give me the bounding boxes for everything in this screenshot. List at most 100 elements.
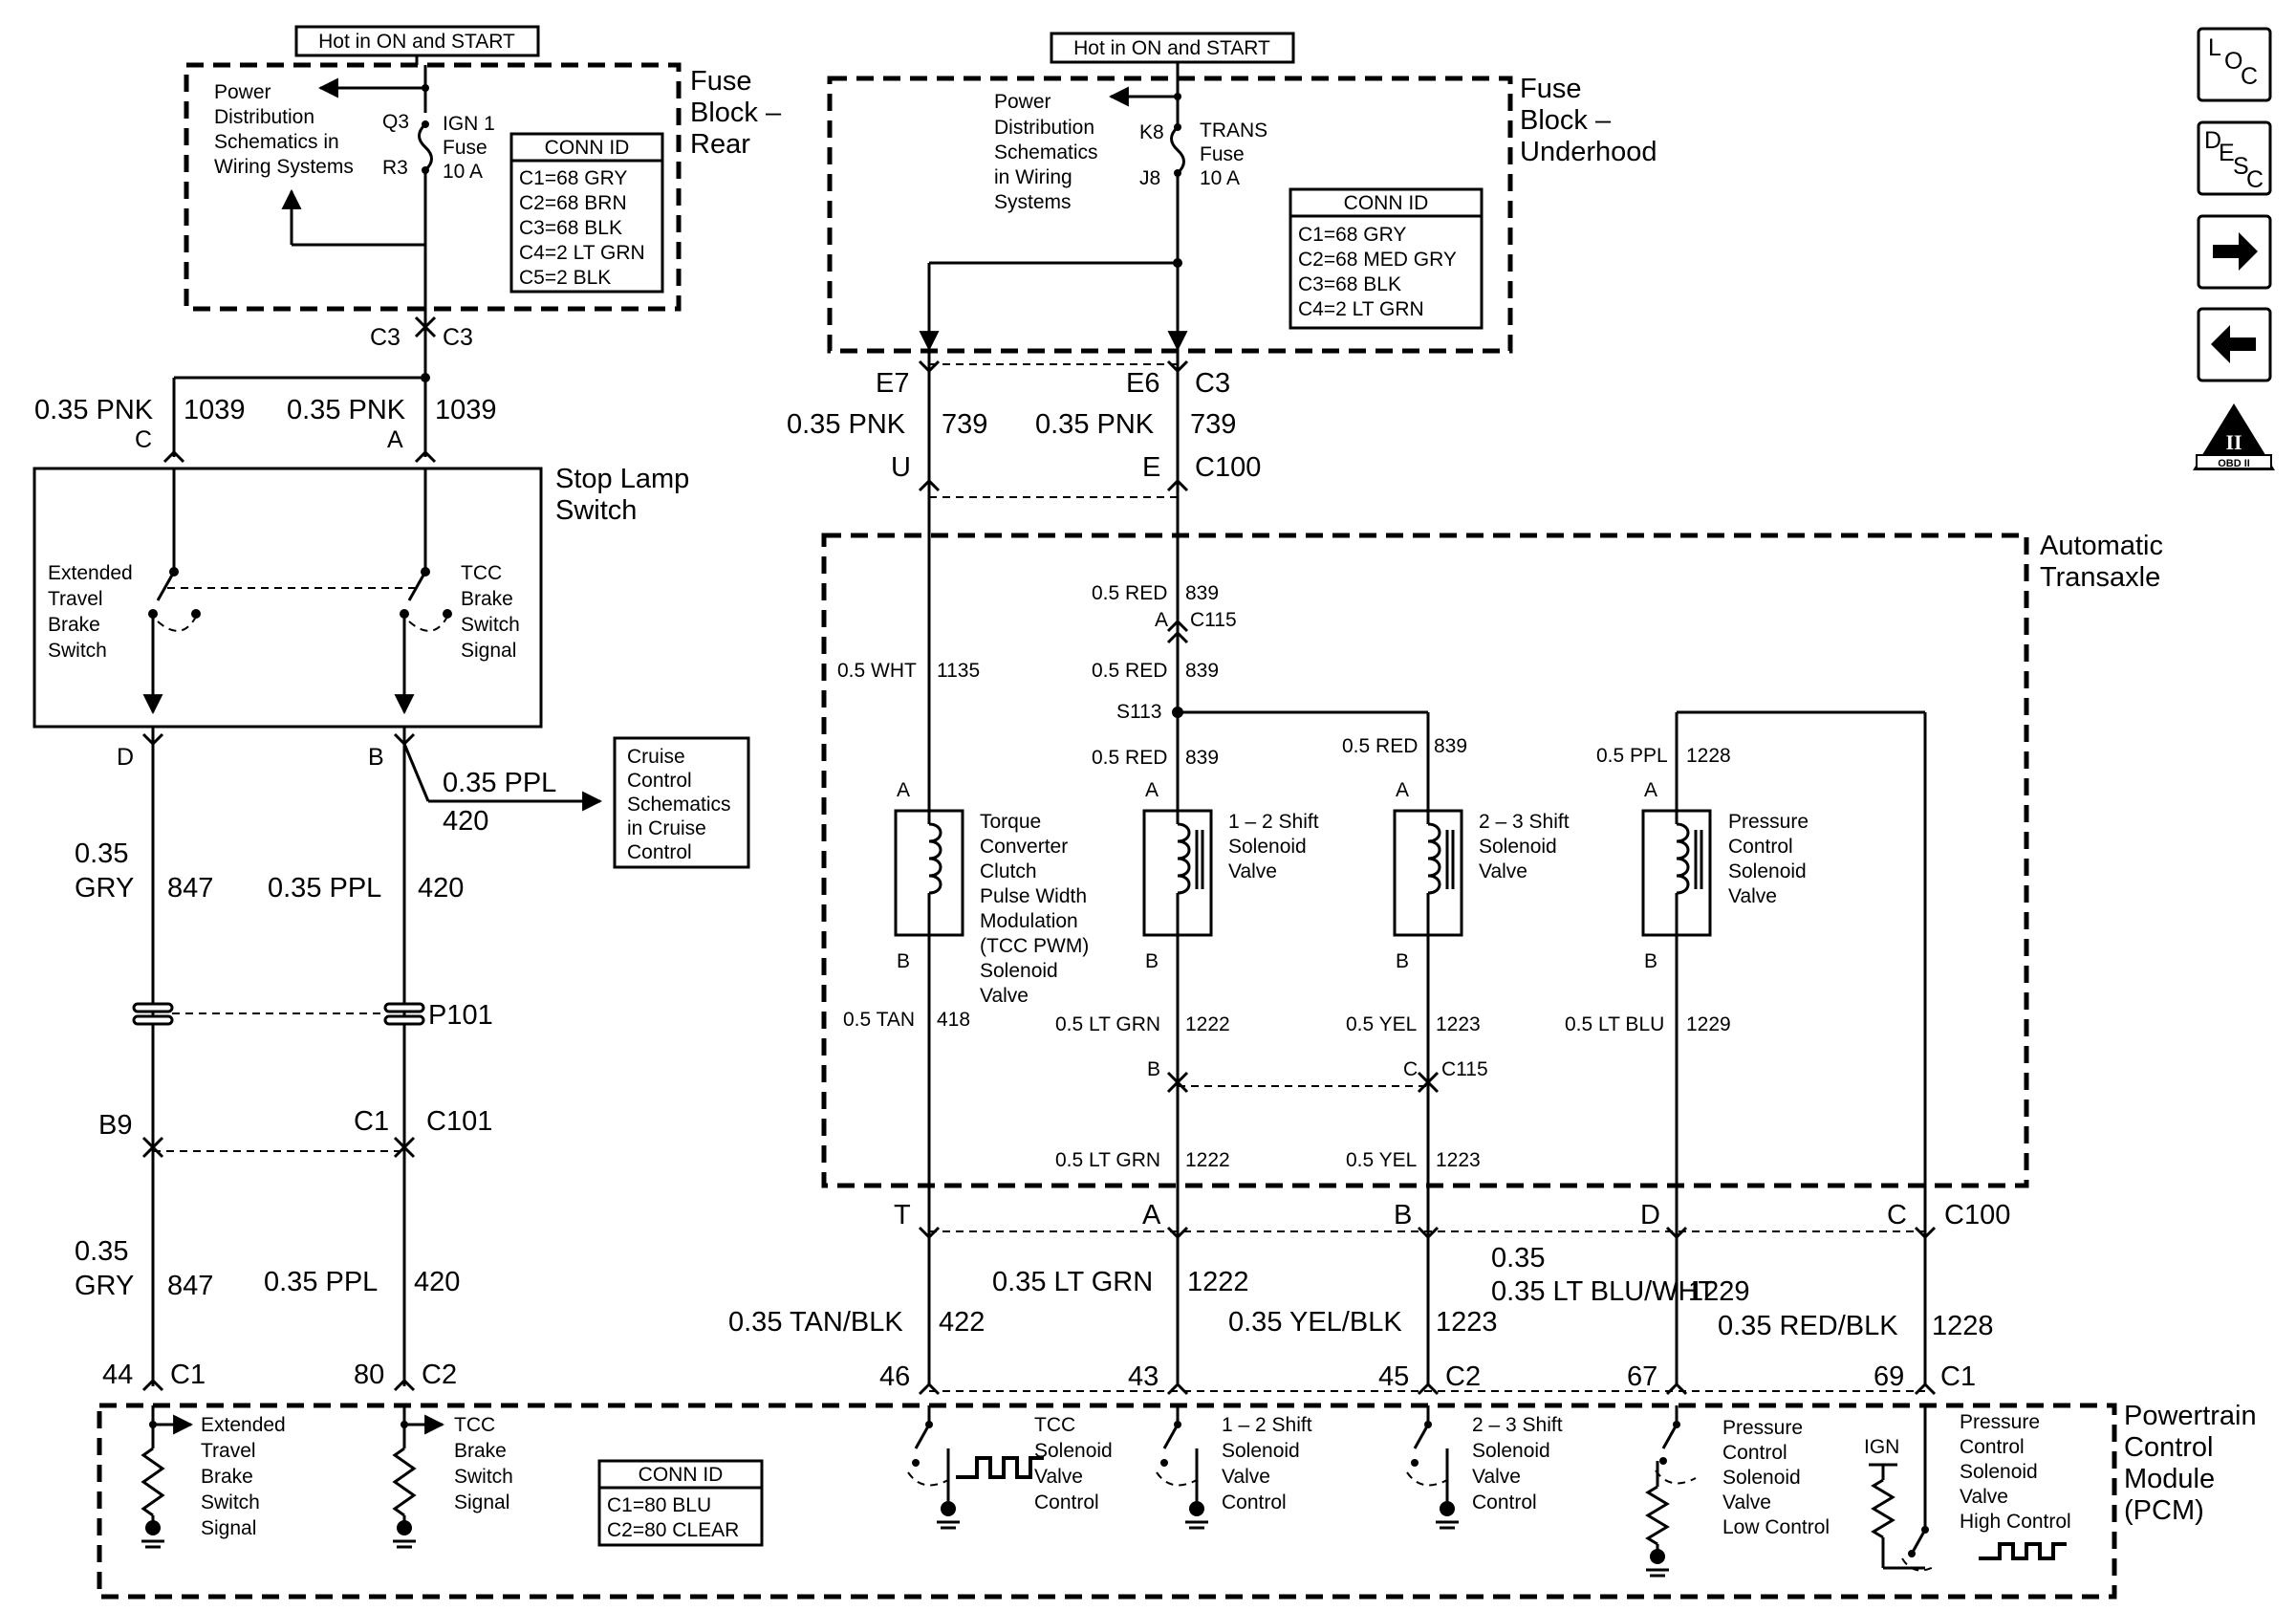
svg-text:Power: Power: [214, 81, 271, 103]
svg-text:Valve: Valve: [1960, 1486, 2008, 1508]
svg-text:Q3: Q3: [382, 111, 409, 133]
desc-button[interactable]: D E S C: [2197, 120, 2272, 196]
svg-text:0.5 LT GRN: 0.5 LT GRN: [1055, 1013, 1160, 1035]
svg-text:A: A: [897, 779, 910, 801]
svg-text:R3: R3: [382, 157, 408, 179]
svg-text:Systems: Systems: [994, 191, 1072, 213]
svg-text:Signal: Signal: [201, 1517, 256, 1539]
svg-text:C100: C100: [1195, 452, 1261, 483]
svg-text:69: 69: [1874, 1361, 1904, 1392]
svg-text:J8: J8: [1139, 167, 1160, 189]
svg-text:Solenoid: Solenoid: [1034, 1440, 1113, 1462]
svg-text:in Cruise: in Cruise: [627, 817, 706, 839]
svg-text:43: 43: [1128, 1361, 1159, 1392]
svg-text:1228: 1228: [1932, 1311, 1994, 1341]
svg-text:E: E: [2219, 140, 2235, 166]
svg-text:Solenoid: Solenoid: [1222, 1440, 1300, 1462]
svg-text:Pressure: Pressure: [1960, 1411, 2040, 1433]
svg-text:0.35 PNK: 0.35 PNK: [1035, 409, 1155, 440]
svg-text:S: S: [2233, 153, 2249, 180]
svg-text:C1: C1: [354, 1106, 389, 1137]
svg-text:0.5 RED: 0.5 RED: [1342, 735, 1418, 757]
connector-c100-lower: T A B D C C100 0.35 LT GRN 1222 0.35 0.3…: [728, 1200, 2010, 1396]
svg-text:CONN ID: CONN ID: [545, 137, 630, 159]
svg-text:1 – 2 Shift: 1 – 2 Shift: [1222, 1414, 1312, 1436]
svg-text:10 A: 10 A: [1200, 167, 1240, 189]
svg-text:418: 418: [937, 1009, 970, 1031]
svg-text:Switch: Switch: [555, 495, 637, 526]
svg-text:Valve: Valve: [1034, 1466, 1083, 1488]
svg-text:C: C: [2246, 166, 2264, 193]
svg-text:B: B: [897, 950, 910, 972]
svg-text:TCC: TCC: [1034, 1414, 1075, 1436]
wire-color-1039-left: 0.35 PNK: [34, 395, 154, 425]
svg-text:C2: C2: [422, 1360, 457, 1390]
svg-text:C2=68 MED GRY: C2=68 MED GRY: [1298, 249, 1457, 271]
svg-text:C115: C115: [1190, 609, 1237, 631]
conn-id-underhood: CONN ID C1=68 GRY C2=68 MED GRY C3=68 BL…: [1289, 187, 1484, 330]
svg-text:C115: C115: [1441, 1058, 1488, 1080]
svg-text:C4=2 LT GRN: C4=2 LT GRN: [519, 242, 645, 264]
svg-text:0.5 LT BLU: 0.5 LT BLU: [1565, 1013, 1664, 1035]
svg-text:D: D: [1640, 1200, 1660, 1230]
automatic-transaxle: Automatic Transaxle 0.5 RED 839 A C115 0…: [821, 531, 2163, 1386]
svg-text:422: 422: [939, 1307, 985, 1338]
svg-text:Fuse: Fuse: [1200, 143, 1245, 165]
svg-text:Clutch: Clutch: [980, 860, 1037, 882]
svg-text:T: T: [894, 1200, 911, 1230]
svg-text:Valve: Valve: [1479, 860, 1527, 882]
svg-text:C3: C3: [1195, 368, 1230, 399]
svg-text:Schematics: Schematics: [994, 142, 1098, 163]
svg-text:A: A: [1155, 609, 1168, 631]
svg-text:Signal: Signal: [454, 1491, 509, 1513]
svg-text:Schematics in: Schematics in: [214, 131, 339, 153]
svg-text:Stop Lamp: Stop Lamp: [555, 464, 689, 494]
svg-text:C3: C3: [370, 324, 401, 351]
svg-text:C1=68 GRY: C1=68 GRY: [1298, 224, 1406, 246]
svg-text:GRY: GRY: [75, 1271, 134, 1301]
svg-text:0.35 YEL/BLK: 0.35 YEL/BLK: [1228, 1307, 1402, 1338]
svg-text:Extended: Extended: [201, 1414, 286, 1436]
obd-ii-badge[interactable]: II OBD II: [2193, 403, 2275, 470]
svg-text:0.35 RED/BLK: 0.35 RED/BLK: [1718, 1311, 1898, 1341]
svg-text:B9: B9: [98, 1110, 132, 1141]
svg-text:E7: E7: [876, 368, 909, 399]
stop-lamp-switch: C A Stop Lamp Switch Extended Travel Bra…: [32, 426, 689, 771]
fuse-rear-title-3: Rear: [690, 129, 750, 160]
svg-text:Underhood: Underhood: [1520, 137, 1657, 167]
svg-text:0.35 PPL: 0.35 PPL: [264, 1267, 378, 1297]
svg-text:Travel: Travel: [201, 1440, 256, 1462]
svg-text:739: 739: [1190, 409, 1236, 440]
svg-text:0.5 LT GRN: 0.5 LT GRN: [1055, 1149, 1160, 1171]
svg-text:Brake: Brake: [454, 1440, 507, 1462]
pcm-driver-pc-low: Pressure Control Solenoid Valve Low Cont…: [1645, 1405, 1830, 1578]
svg-text:839: 839: [1185, 747, 1219, 769]
svg-text:C1: C1: [1940, 1361, 1976, 1392]
svg-text:A: A: [1145, 779, 1159, 801]
back-button[interactable]: [2197, 307, 2272, 382]
svg-text:C2: C2: [1445, 1361, 1481, 1392]
svg-text:D: D: [2204, 127, 2221, 154]
loc-button[interactable]: L O C: [2197, 27, 2272, 102]
forward-button[interactable]: [2197, 214, 2272, 290]
svg-text:C: C: [1403, 1058, 1418, 1080]
svg-text:Modulation: Modulation: [980, 910, 1078, 932]
svg-text:C1=68 GRY: C1=68 GRY: [519, 167, 627, 189]
pcm-driver-2-3: 2 – 3 Shift Solenoid Valve Control: [1406, 1405, 1563, 1530]
svg-text:Solenoid: Solenoid: [1479, 836, 1557, 858]
svg-text:CONN ID: CONN ID: [639, 1464, 724, 1486]
svg-text:Pulse Width: Pulse Width: [980, 885, 1087, 907]
svg-text:C1: C1: [170, 1360, 206, 1390]
svg-text:Valve: Valve: [1472, 1466, 1521, 1488]
svg-text:TRANS: TRANS: [1200, 120, 1267, 142]
wire-color-1039-right: 0.35 PNK: [287, 395, 406, 425]
svg-text:0.35 LT BLU/WHT: 0.35 LT BLU/WHT: [1491, 1276, 1716, 1307]
fuse-block-rear: Hot in ON and START Fuse Block – Rear Po…: [184, 25, 782, 312]
svg-text:C2=68 BRN: C2=68 BRN: [519, 192, 627, 214]
svg-text:1229: 1229: [1686, 1013, 1731, 1035]
svg-text:E: E: [1142, 452, 1160, 483]
svg-text:E6: E6: [1126, 368, 1159, 399]
svg-text:0.35 PNK: 0.35 PNK: [787, 409, 906, 440]
pcm-input-ext-brake: Extended Travel Brake Switch Signal: [141, 1405, 286, 1549]
svg-text:0.5 YEL: 0.5 YEL: [1346, 1149, 1417, 1171]
